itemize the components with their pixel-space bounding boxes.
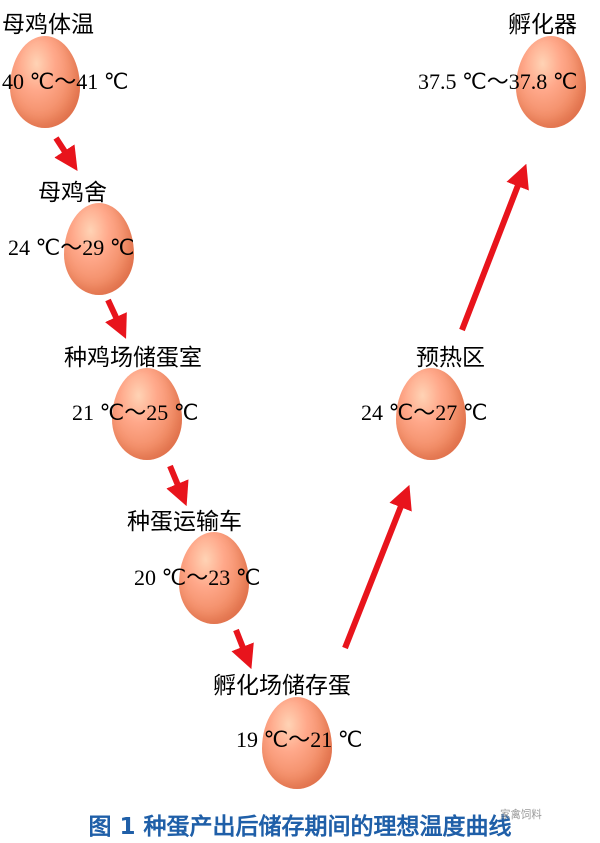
egg-incubator: [516, 36, 586, 128]
watermark-text: 家禽饲料: [500, 808, 542, 821]
stage-temp-breeder-storage: 21 ℃～25 ℃: [72, 400, 199, 425]
arrow-1-to-2: [53, 136, 78, 172]
arrow-3-to-4: [166, 464, 189, 507]
figure-caption: 图 1 种蛋产出后储存期间的理想温度曲线: [88, 814, 512, 840]
arrow-6-to-7: [459, 163, 529, 332]
arrow-4-to-5: [231, 628, 254, 670]
egg-hen-body: [10, 36, 80, 128]
stage-label-breeder-storage: 种鸡场储蛋室: [64, 345, 202, 371]
stage-temp-incubator: 37.5 ℃～37.8 ℃: [418, 69, 578, 94]
egg-preheat-zone: [396, 368, 466, 460]
egg-breeder-storage: [112, 368, 182, 460]
stage-label-hatchery-storage: 孵化场储存蛋: [213, 673, 351, 699]
stage-label-hen-body: 母鸡体温: [2, 12, 94, 38]
egg-transport-truck: [179, 532, 249, 624]
stage-temp-hatchery-storage: 19 ℃～21 ℃: [236, 727, 363, 752]
stage-temp-transport-truck: 20 ℃～23 ℃: [134, 565, 261, 590]
stage-temp-hen-body: 40 ℃～41 ℃: [2, 69, 129, 94]
stage-label-transport-truck: 种蛋运输车: [127, 509, 242, 535]
stage-temp-hen-house: 24 ℃～29 ℃: [8, 235, 135, 260]
stage-label-hen-house: 母鸡舍: [38, 180, 107, 206]
egg-hen-house: [64, 203, 134, 295]
stage-label-incubator: 孵化器: [508, 12, 577, 38]
arrow-5-to-6: [342, 484, 412, 650]
arrow-2-to-3: [105, 298, 127, 339]
egg-hatchery-storage: [262, 697, 332, 789]
stage-temp-preheat-zone: 24 ℃～27 ℃: [361, 400, 488, 425]
stage-label-preheat-zone: 预热区: [416, 345, 485, 371]
